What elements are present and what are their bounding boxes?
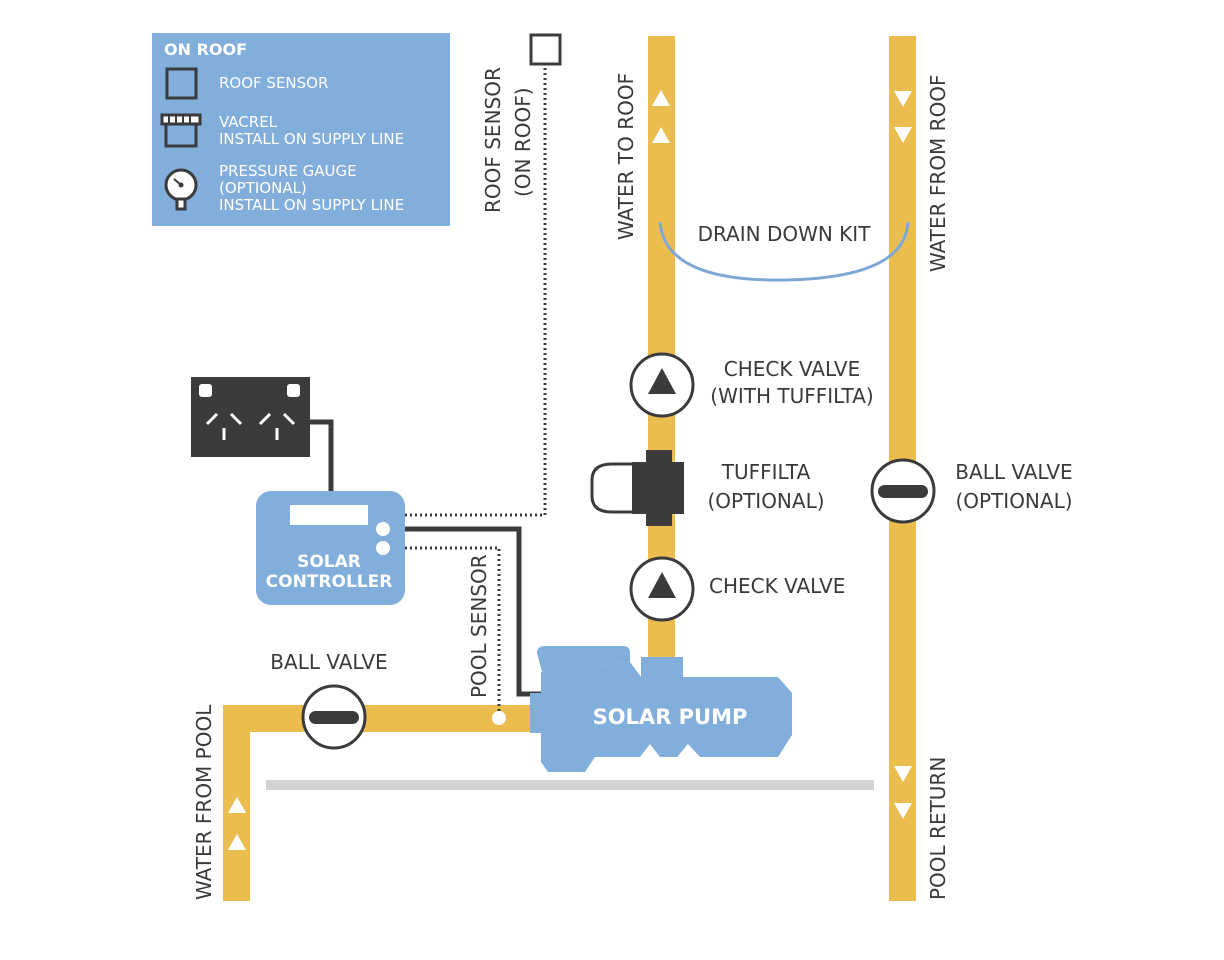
arrow-down-icon [894,127,912,143]
pool-sensor-cable [405,546,501,716]
drain-down-kit-line [658,221,910,282]
check-valve-arrow-icon [648,368,676,394]
legend-gauge-optional: (OPTIONAL) [219,179,307,197]
roof-sensor-icon [529,33,562,66]
ball-valve-optional-label-sub: (OPTIONAL) [955,489,1072,513]
ball-valve-optional-label: BALL VALVE [955,460,1072,484]
legend-vacrel-label: VACREL [219,113,278,131]
legend-box: ON ROOF ROOF SENSOR VACREL INSTALL ON SU… [152,33,450,226]
legend-vacrel-sub: INSTALL ON SUPPLY LINE [219,130,404,148]
solar-controller-label: SOLAR [297,552,361,572]
ball-valve [301,684,367,750]
controller-button [376,541,390,555]
controller-button [376,522,390,536]
check-valve-with-tuffilta [629,352,695,418]
ball-valve-label: BALL VALVE [270,650,387,674]
pool-sensor-icon [492,711,506,725]
check-valve [629,556,695,622]
vacrel-icon [160,113,202,148]
legend-roof-sensor-label: ROOF SENSOR [219,74,328,92]
solar-pump-label: SOLAR PUMP [593,705,748,729]
roof-sensor-icon [165,67,198,100]
check-valve-label: CHECK VALVE [709,574,845,598]
solar-pump: SOLAR PUMP [530,646,792,772]
arrow-down-icon [894,91,912,107]
pool-suction-pipe-horizontal [223,705,543,732]
roof-sensor-label: ROOF SENSOR [481,67,505,213]
tuffilta-filter [590,450,684,526]
legend-gauge-sub: INSTALL ON SUPPLY LINE [219,196,404,214]
check-valve-tuffilta-label-sub: (WITH TUFFILTA) [710,384,873,408]
tuffilta-label: TUFFILTA [721,460,811,484]
pool-return-label: POOL RETURN [926,757,950,900]
wiring [308,64,547,716]
legend-title: ON ROOF [164,40,247,59]
arrow-up-icon [228,797,246,813]
drain-down-kit-label: DRAIN DOWN KIT [698,222,872,246]
arrow-up-icon [228,834,246,850]
solar-controller-label-2: CONTROLLER [266,572,393,592]
ground-line [266,780,874,790]
pressure-gauge-icon [164,168,198,211]
check-valve-tuffilta-label: CHECK VALVE [724,357,860,381]
arrow-down-icon [894,803,912,819]
water-from-pool-label: WATER FROM POOL [192,704,216,900]
arrow-down-icon [894,766,912,782]
arrow-up-icon [652,90,670,106]
roof-sensor-cable [405,64,547,517]
legend-gauge-label: PRESSURE GAUGE [219,162,357,180]
roof-sensor-label-sub: (ON ROOF) [511,87,535,197]
water-from-roof-label: WATER FROM ROOF [926,74,950,272]
tuffilta-label-sub: (OPTIONAL) [707,489,824,513]
ball-valve-optional [870,458,936,524]
check-valve-arrow-icon [648,572,676,598]
pool-sensor-label: POOL SENSOR [467,554,491,698]
solar-controller: SOLAR CONTROLLER [256,491,405,605]
power-outlet-icon [191,377,310,457]
controller-display [290,505,368,525]
arrow-up-icon [652,127,670,143]
water-to-roof-label: WATER TO ROOF [614,73,638,240]
power-cable [308,419,334,492]
flow-arrows [228,90,912,850]
